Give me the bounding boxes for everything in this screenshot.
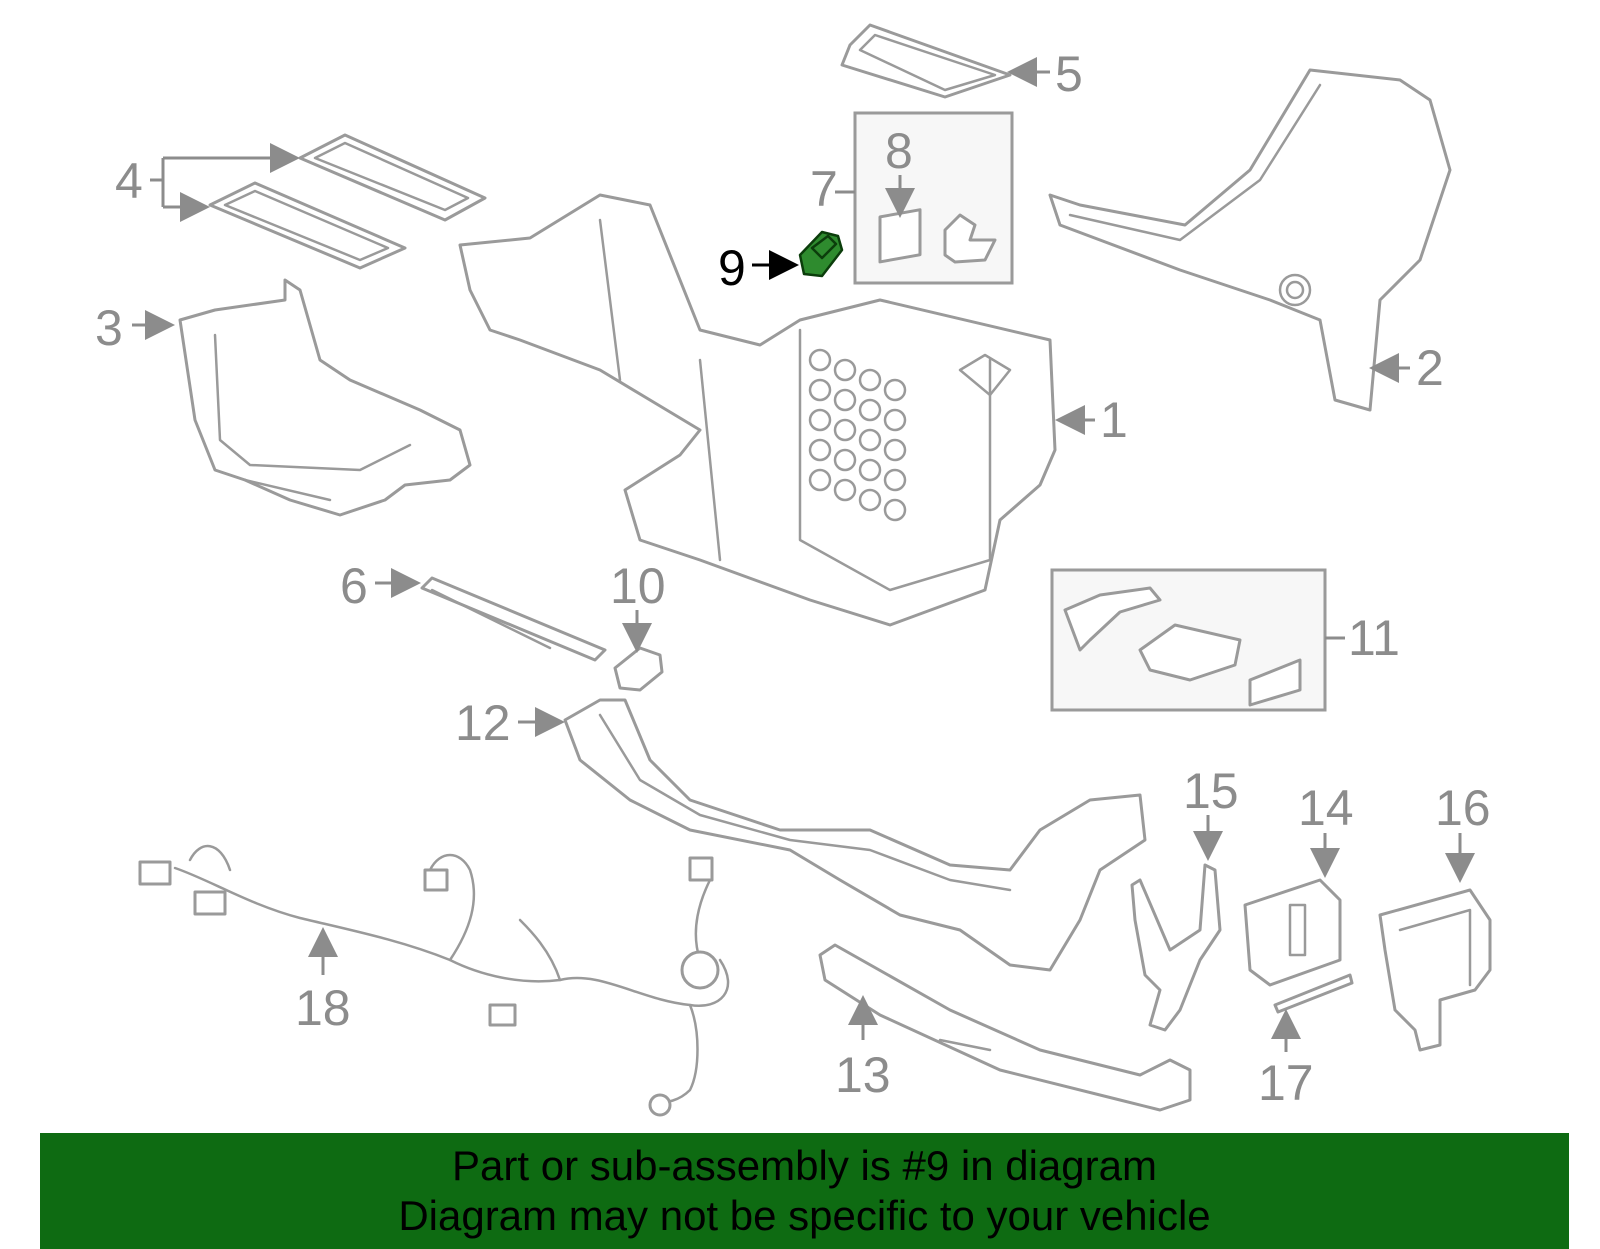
part-1-console-bracket bbox=[458, 193, 1057, 627]
banner-line-2: Diagram may not be specific to your vehi… bbox=[398, 1192, 1211, 1239]
callout-11: 11 bbox=[1348, 610, 1400, 666]
part-18-wiring-harness bbox=[138, 844, 730, 1117]
part-10-clip bbox=[613, 646, 664, 692]
callout-13: 13 bbox=[835, 1047, 891, 1103]
info-banner: Part or sub-assembly is #9 in diagram Di… bbox=[40, 1133, 1569, 1249]
callout-1: 1 bbox=[1100, 392, 1128, 448]
part-2-side-panel bbox=[1048, 68, 1452, 412]
part-5-pad bbox=[840, 23, 1012, 99]
part-16-module bbox=[1378, 888, 1492, 1052]
callout-3: 3 bbox=[95, 300, 123, 356]
part-6-seal bbox=[420, 576, 607, 662]
callout-8: 8 bbox=[885, 123, 913, 179]
leader-lines bbox=[132, 57, 1475, 1052]
callout-6: 6 bbox=[340, 558, 368, 614]
callout-5: 5 bbox=[1055, 46, 1083, 102]
part-9-highlighted-clip bbox=[798, 230, 844, 278]
part-12-air-duct bbox=[563, 698, 1147, 972]
banner-line-1: Part or sub-assembly is #9 in diagram bbox=[452, 1142, 1157, 1189]
part-15-bracket bbox=[1130, 863, 1222, 1032]
callout-12: 12 bbox=[455, 695, 511, 751]
callout-15: 15 bbox=[1183, 763, 1239, 819]
part-7-kit-box bbox=[853, 111, 1014, 285]
callout-16: 16 bbox=[1435, 780, 1491, 836]
part-3-trim-panel bbox=[178, 278, 472, 517]
part-4-trays bbox=[208, 133, 487, 270]
callout-labels: 1 2 3 4 5 6 7 8 9 10 11 12 13 14 15 16 1… bbox=[95, 46, 1491, 1111]
callout-14: 14 bbox=[1298, 780, 1354, 836]
callout-7: 7 bbox=[810, 161, 838, 217]
part-13-duct bbox=[818, 943, 1192, 1112]
callout-17: 17 bbox=[1258, 1055, 1314, 1111]
part-11-module-box bbox=[1050, 568, 1327, 712]
callout-4: 4 bbox=[115, 153, 143, 209]
callout-2: 2 bbox=[1416, 340, 1444, 396]
callout-10: 10 bbox=[610, 558, 666, 614]
part-14-module bbox=[1243, 878, 1342, 987]
callout-18: 18 bbox=[295, 980, 351, 1036]
callout-9: 9 bbox=[718, 240, 746, 296]
